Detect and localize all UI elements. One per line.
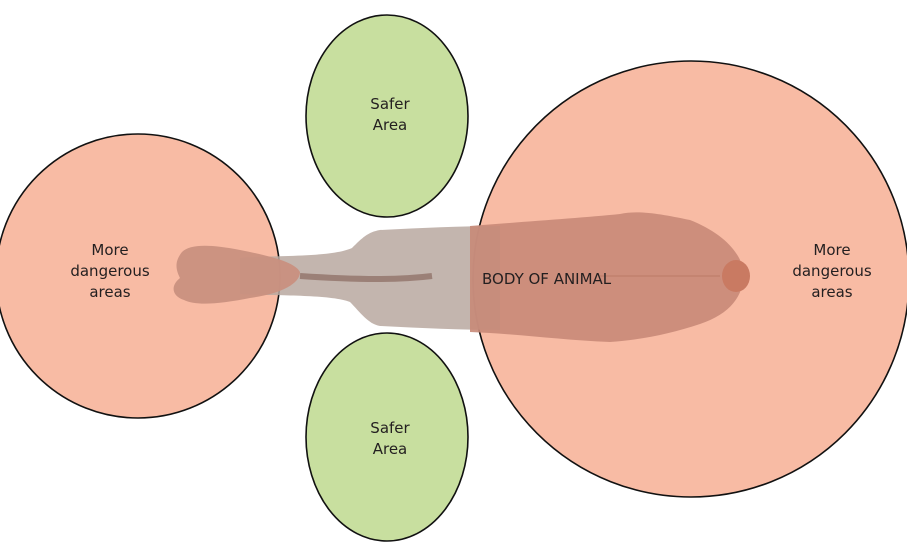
safer-area-bottom-label: Safer Area	[340, 418, 440, 460]
danger-area-right-label: More dangerous areas	[772, 240, 892, 303]
danger-area-left-label: More dangerous areas	[50, 240, 170, 303]
animal-tail	[722, 260, 750, 292]
safer-area-top-label: Safer Area	[340, 94, 440, 136]
animal-spine	[300, 276, 432, 279]
body-of-animal-label: BODY OF ANIMAL	[482, 270, 611, 288]
